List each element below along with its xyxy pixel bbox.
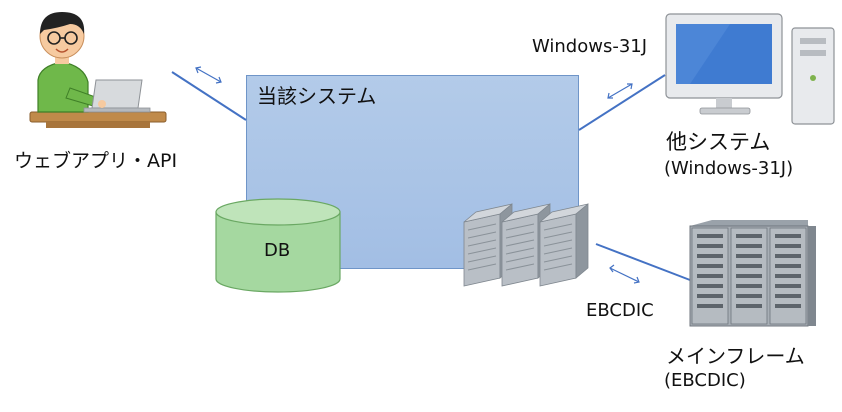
person-laptop-icon xyxy=(29,12,167,128)
other-system-label: 他システム xyxy=(666,130,771,154)
connector-webapp xyxy=(171,71,247,121)
connector-other-system xyxy=(578,74,666,131)
mainframe-label: メインフレーム xyxy=(666,344,805,368)
bidirectional-arrow-webapp xyxy=(195,66,222,84)
db-cylinder xyxy=(215,198,341,293)
db-label: DB xyxy=(264,240,291,261)
system-label: 当該システム xyxy=(257,84,377,108)
server-rack-icon xyxy=(463,203,589,287)
connector-mainframe xyxy=(595,243,691,281)
other-link-encoding-label: Windows-31J xyxy=(532,36,648,57)
desktop-computer-icon xyxy=(665,13,835,125)
webapp-label: ウェブアプリ・API xyxy=(14,150,178,172)
bidirectional-arrow-other-system xyxy=(607,83,633,99)
other-system-encoding-label: (Windows-31J) xyxy=(664,158,794,179)
mainframe-encoding-label: (EBCDIC) xyxy=(664,370,746,391)
bidirectional-arrow-mainframe xyxy=(609,264,640,284)
mainframe-icon xyxy=(689,220,816,327)
mainframe-link-encoding-label: EBCDIC xyxy=(586,300,654,321)
